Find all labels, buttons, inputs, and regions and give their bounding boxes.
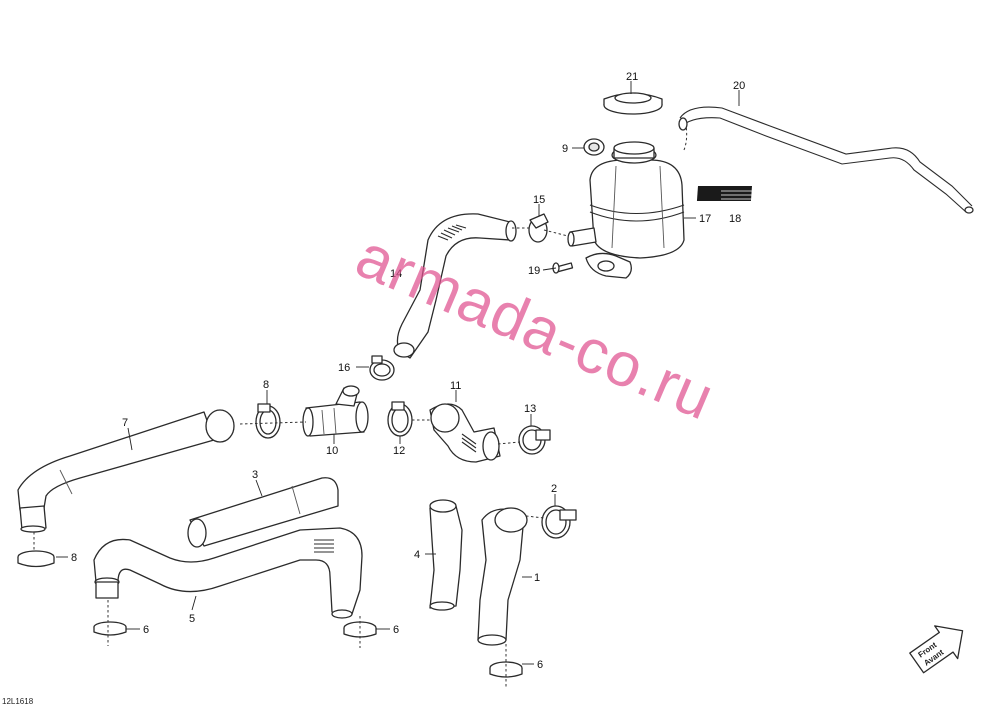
front-direction-arrow: Front Avant [909,625,964,674]
part-6-clamp-b [343,621,377,638]
part-13-clamp [518,425,551,455]
callout-6-c: 6 [537,659,543,671]
part-16-clamp [369,355,395,381]
callout-21: 21 [626,71,638,83]
callout-12: 12 [393,445,405,457]
callout-4: 4 [414,549,420,561]
callout-labels: 21 20 9 15 17 18 19 14 16 8 7 10 12 11 1… [71,71,745,671]
part-4-s-hose [429,499,463,611]
callout-20: 20 [733,80,745,92]
part-2-clamp [541,505,577,539]
callout-19: 19 [528,265,540,277]
callout-6-b: 6 [393,624,399,636]
callout-14: 14 [390,268,402,280]
callout-13: 13 [524,403,536,415]
callout-7: 7 [122,417,128,429]
part-9-small-cap [583,138,605,156]
part-7-long-hose [17,409,235,533]
part-14-upper-hose [393,213,517,359]
callout-6-a: 6 [143,624,149,636]
part-15-clamp [528,213,549,243]
part-10-y-connector [302,385,369,437]
callout-16: 16 [338,362,350,374]
callout-9: 9 [562,143,568,155]
callout-5: 5 [189,613,195,625]
callout-10: 10 [326,445,338,457]
callout-1: 1 [534,572,540,584]
callout-17: 17 [699,213,711,225]
part-12-clamp [387,401,413,437]
callout-18: 18 [729,213,741,225]
part-21-pressure-cap [603,92,663,115]
part-6-clamp-a [93,621,127,636]
part-3-straight-hose [187,477,339,548]
callout-3: 3 [252,469,258,481]
part-5-lower-hose [93,527,363,619]
callout-8-lower: 8 [71,552,77,564]
callout-11: 11 [450,380,461,392]
part-18-label [696,186,758,201]
part-1-s-hose [477,507,528,646]
callout-8-upper: 8 [263,379,269,391]
callout-15: 15 [533,194,545,206]
part-6-clamp-c [489,661,523,678]
part-17-expansion-tank [567,141,685,279]
leader-lines [33,81,740,688]
reference-code: 12L1618 [2,697,34,706]
callout-2: 2 [551,483,557,495]
part-8-clamp-upper [255,403,281,439]
part-8-clamp-lower [17,550,55,568]
part-20-vent-hose [678,106,974,214]
part-11-elbow-hose [429,403,501,463]
